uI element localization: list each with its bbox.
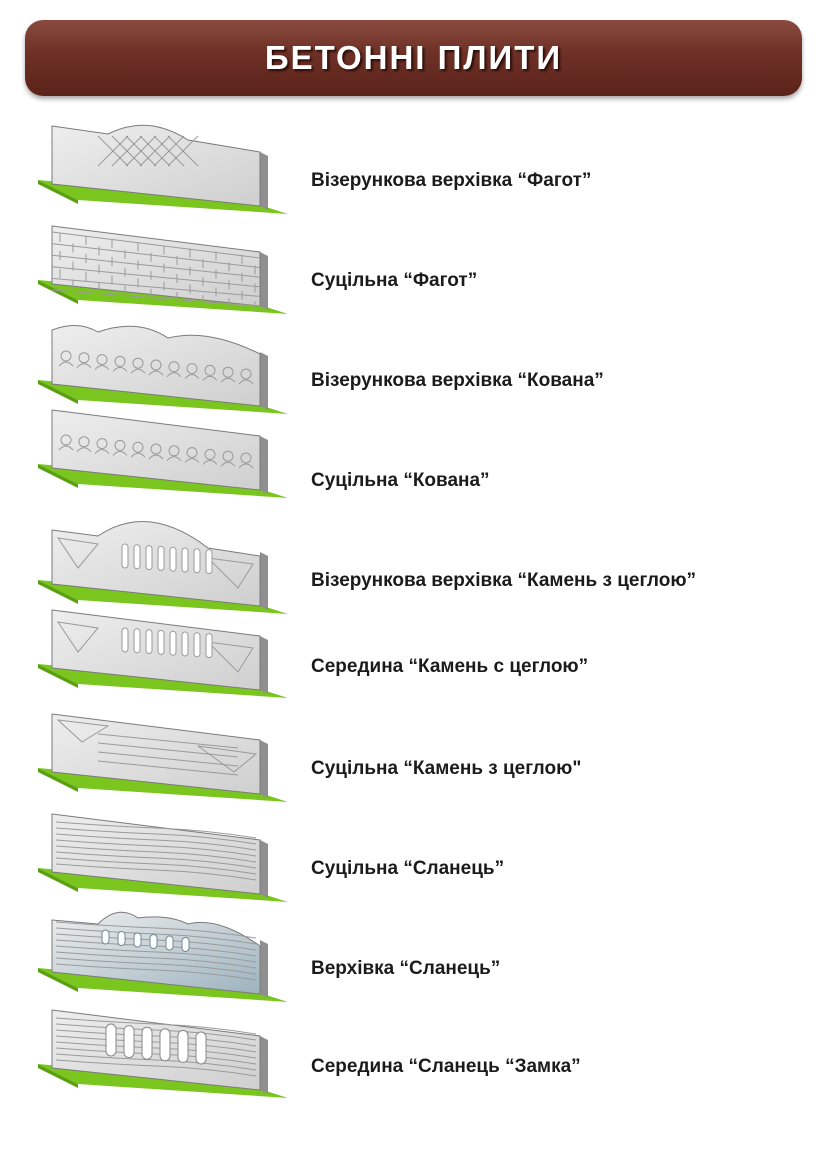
list-item: Середина “Камень с цеглою” xyxy=(0,596,826,698)
fence-wrought-top-icon xyxy=(38,318,288,418)
fence-wrought-icon xyxy=(38,402,288,502)
item-label: Візерункова верхівка “Фагот” xyxy=(311,170,592,191)
fence-stone-brick-icon xyxy=(38,706,288,806)
list-item: Верхівка “Сланець” xyxy=(0,900,826,1002)
list-item: Суцільна “Сланець” xyxy=(0,800,826,902)
list-item: Візерункова верхівка “Кована” xyxy=(0,312,826,414)
list-item: Візерункова верхівка “Фагот” xyxy=(0,112,826,214)
list-item: Суцільна “Фагот” xyxy=(0,212,826,314)
item-label: Візерункова верхівка “Кована” xyxy=(311,370,604,391)
page-header: БЕТОННІ ПЛИТИ xyxy=(25,20,802,96)
fence-slate-icon xyxy=(38,806,288,906)
item-label: Середина “Сланець “Замка” xyxy=(311,1056,581,1077)
item-label: Суцільна “Сланець” xyxy=(311,858,505,879)
fence-brick-icon xyxy=(38,218,288,318)
fence-slate-top-icon xyxy=(38,906,288,1006)
list-item: Суцільна “Камень з цеглою" xyxy=(0,700,826,802)
item-label: Візерункова верхівка “Камень з цеглою” xyxy=(311,570,697,591)
page-title: БЕТОННІ ПЛИТИ xyxy=(264,39,563,76)
item-label: Суцільна “Камень з цеглою" xyxy=(311,758,582,779)
list-item: Суцільна “Кована” xyxy=(0,396,826,498)
list-item: Середина “Сланець “Замка” xyxy=(0,996,826,1098)
item-label: Суцільна “Фагот” xyxy=(311,270,478,291)
fence-balustrade-arch-icon xyxy=(38,518,288,618)
list-item: Візерункова верхівка “Камень з цеглою” xyxy=(0,512,826,614)
fence-balustrade-middle-icon xyxy=(38,602,288,702)
item-label: Середина “Камень с цеглою” xyxy=(311,656,589,677)
item-label: Суцільна “Кована” xyxy=(311,470,490,491)
fence-slate-arches-icon xyxy=(38,1002,288,1102)
fence-lattice-icon xyxy=(38,118,288,218)
item-label: Верхівка “Сланець” xyxy=(311,958,501,979)
